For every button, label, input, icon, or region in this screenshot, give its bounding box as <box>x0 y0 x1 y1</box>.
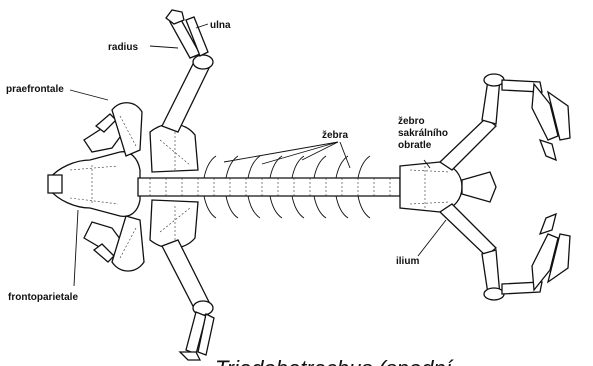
leader-frontoparietale <box>74 210 78 286</box>
forelimb-upper <box>162 10 213 132</box>
skull <box>48 103 144 271</box>
label-praefrontale: praefrontale <box>6 84 64 95</box>
label-frontoparietale: frontoparietale <box>8 292 78 303</box>
label-zebro-line1: žebro <box>398 116 425 127</box>
leader-praefrontale <box>70 90 108 100</box>
leader-zebra-4 <box>340 142 350 168</box>
label-ilium: ilium <box>396 256 419 267</box>
label-zebra: žebra <box>322 130 349 141</box>
hindlimb-upper <box>482 74 570 160</box>
vertebral-column <box>138 178 400 196</box>
label-zebro-line2: sakrálního <box>398 128 448 139</box>
hindlimb-lower <box>482 214 570 300</box>
label-zebro-line3: obratle <box>398 140 432 151</box>
leader-zebra-1 <box>224 142 338 162</box>
leader-radius <box>150 46 178 48</box>
label-radius: radius <box>108 42 138 53</box>
forelimb-lower <box>162 240 214 360</box>
label-ulna: ulna <box>210 20 231 31</box>
leader-ilium <box>418 220 446 256</box>
caption: Triadobatrachus (spodní <box>215 356 454 366</box>
